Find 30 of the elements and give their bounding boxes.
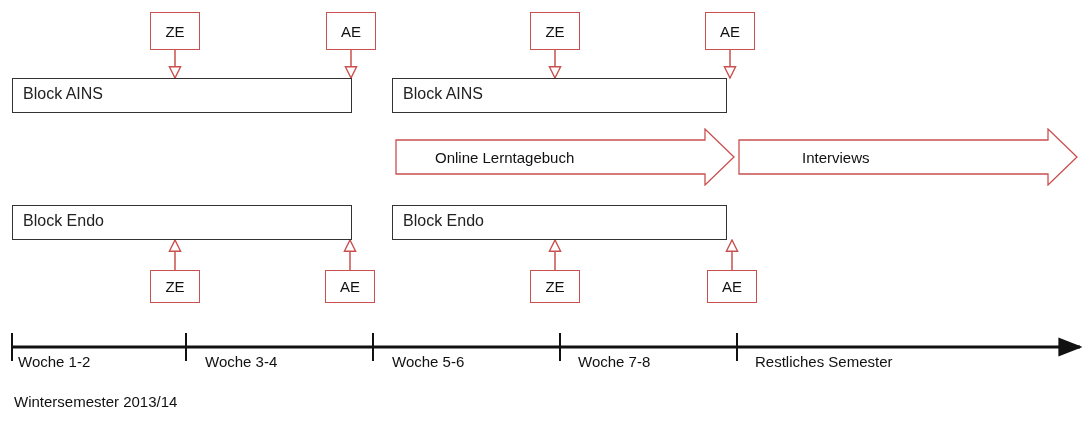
block-bar: Block Endo	[12, 205, 352, 240]
arrow	[723, 49, 737, 79]
week-label: Woche 7-8	[578, 353, 651, 370]
week-label: Woche 5-6	[392, 353, 465, 370]
block-bar: Block AINS	[12, 78, 352, 113]
arrow	[548, 239, 562, 271]
phase-banner	[738, 128, 1078, 186]
callout-box: AE	[705, 12, 755, 50]
callout-box: ZE	[530, 270, 580, 303]
arrow	[343, 239, 357, 271]
callout-box: ZE	[150, 12, 200, 50]
arrow	[344, 49, 358, 79]
arrow	[725, 239, 739, 271]
arrow	[548, 49, 562, 79]
week-label: Woche 1-2	[18, 353, 91, 370]
week-label: Woche 3-4	[205, 353, 278, 370]
block-bar: Block AINS	[392, 78, 727, 113]
block-bar: Block Endo	[392, 205, 727, 240]
arrow	[168, 239, 182, 271]
phase-banner	[395, 128, 735, 186]
callout-box: ZE	[530, 12, 580, 50]
callout-box: AE	[707, 270, 757, 303]
semester-label: Wintersemester 2013/14	[14, 393, 178, 410]
phase-label: Interviews	[802, 148, 870, 166]
callout-box: ZE	[150, 270, 200, 303]
phase-label: Online Lerntagebuch	[435, 148, 575, 166]
period-label: Restliches Semester	[755, 353, 893, 370]
callout-box: AE	[326, 12, 376, 50]
callout-box: AE	[325, 270, 375, 303]
arrow	[168, 49, 182, 79]
